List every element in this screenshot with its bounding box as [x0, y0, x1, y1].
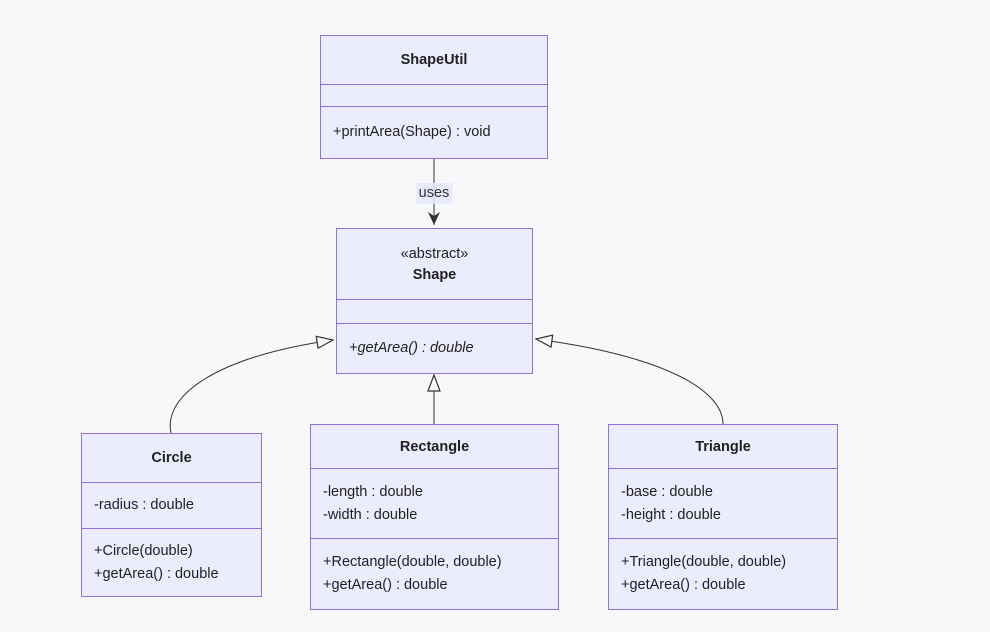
method-line: +getArea() : double	[94, 565, 219, 582]
class-shapeutil: ShapeUtil +printArea(Shape) : void	[320, 35, 548, 159]
class-circle: Circle -radius : double +Circle(double) …	[81, 433, 262, 597]
class-name: Rectangle	[399, 438, 470, 455]
class-shape: «abstract» Shape +getArea() : double	[336, 228, 533, 374]
class-shape-methods: +getArea() : double	[337, 323, 532, 373]
class-shapeutil-methods: +printArea(Shape) : void	[321, 106, 547, 158]
class-rectangle-title: Rectangle	[311, 425, 558, 468]
class-shapeutil-title: ShapeUtil	[321, 36, 547, 84]
class-shape-attributes	[337, 299, 532, 323]
class-circle-title: Circle	[82, 434, 261, 482]
class-shapeutil-attributes	[321, 84, 547, 106]
class-triangle-methods: +Triangle(double, double) +getArea() : d…	[609, 538, 837, 609]
method-line: +printArea(Shape) : void	[333, 124, 491, 140]
class-name: ShapeUtil	[400, 52, 468, 68]
class-rectangle: Rectangle -length : double -width : doub…	[310, 424, 559, 610]
stereotype-label: «abstract»	[400, 245, 469, 262]
edge-circle-extends-shape	[169, 340, 333, 434]
attribute-line: -length : double	[323, 483, 423, 500]
attribute-line: -base : double	[621, 483, 713, 500]
method-line: +Triangle(double, double)	[621, 554, 787, 570]
attribute-line: -width : double	[323, 506, 418, 523]
method-line: +getArea() : double	[349, 340, 474, 356]
method-line: +getArea() : double	[323, 577, 448, 593]
class-rectangle-attributes: -length : double -width : double	[311, 468, 558, 538]
attribute-line: -height : double	[621, 506, 721, 523]
class-name: Shape	[412, 266, 457, 283]
method-line: +Rectangle(double, double)	[323, 554, 502, 570]
method-line: +Circle(double)	[94, 542, 193, 559]
class-rectangle-methods: +Rectangle(double, double) +getArea() : …	[311, 538, 558, 609]
class-name: Triangle	[695, 438, 751, 455]
class-circle-methods: +Circle(double) +getArea() : double	[82, 528, 261, 596]
method-line: +getArea() : double	[621, 577, 746, 593]
class-shape-title: «abstract» Shape	[337, 229, 532, 299]
class-name: Circle	[151, 450, 192, 466]
class-triangle-title: Triangle	[609, 425, 837, 468]
class-circle-attributes: -radius : double	[82, 482, 261, 528]
attribute-line: -radius : double	[94, 497, 194, 513]
edge-label-uses: uses	[415, 183, 453, 204]
class-triangle: Triangle -base : double -height : double…	[608, 424, 838, 610]
class-triangle-attributes: -base : double -height : double	[609, 468, 837, 538]
edge-triangle-extends-shape	[536, 339, 724, 425]
